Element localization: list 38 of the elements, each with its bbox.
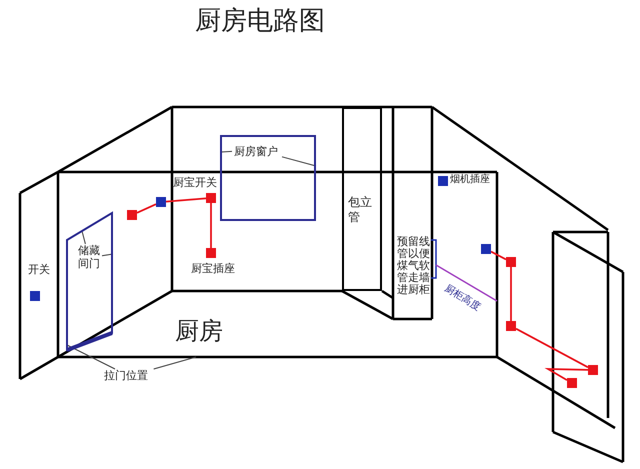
wire-line [510,267,512,321]
callout-text: 储藏间门 [76,244,102,272]
callout-text: 开关 [28,263,50,276]
outlet-marker [206,193,216,203]
note-text: 预留线管以便煤气软管走墙进厨柜 [397,236,431,296]
outlet-marker [127,210,137,220]
switch-marker [156,197,166,207]
dimension-label: 厨柜高度 [442,283,482,314]
pipe-casing-box: 包立管 [342,107,382,291]
callout-text: 厨宝开关 [173,176,217,189]
outlet-marker [506,257,516,267]
leader-line [66,344,116,370]
outlet-marker [206,248,216,258]
leader-line [220,150,232,152]
callout-text: 厨房窗户 [234,145,284,159]
title: 厨房电路图 [195,5,325,37]
switch-marker [30,291,40,301]
outlet-marker [567,378,577,388]
switch-marker [481,244,491,254]
window-outline [220,135,316,221]
wire-line [516,328,588,368]
wire-line [210,203,212,248]
switch-marker [438,176,448,186]
callout-text: 烟机插座 [450,173,490,186]
wire-line [166,198,206,202]
room-label: 厨房 [175,316,223,346]
leader-line [282,156,316,166]
callout-text: 厨宝插座 [191,262,235,275]
leader-line [153,356,196,370]
callout-text: 拉门位置 [104,369,154,383]
leader-line [82,230,86,244]
wire-line [136,203,156,214]
outlet-marker [588,365,598,375]
door-outline [67,213,113,350]
outlet-marker [506,321,516,331]
wire-line [490,250,506,260]
leader-line [102,254,114,256]
wire-line [544,368,588,381]
